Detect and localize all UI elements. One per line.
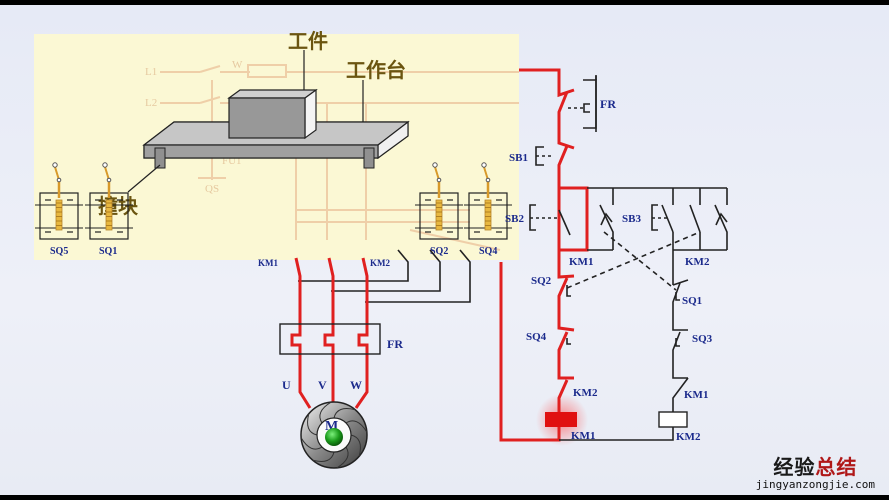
watermark: 经验总结 jingyanzongjie.com — [756, 457, 875, 490]
control-circuit: FR SB1 SB2 SB3 KM1 KM2 SQ2 SQ4 SQ1 SQ3 K… — [499, 68, 728, 446]
label-sb1: SB1 — [509, 152, 528, 164]
workpiece — [227, 88, 318, 140]
reverse-wiring — [298, 249, 471, 303]
motor-blade — [336, 446, 349, 469]
label-km2-coil: KM2 — [676, 431, 701, 443]
label-km2-hold: KM2 — [685, 256, 710, 268]
motor: M — [300, 401, 368, 469]
label-km1-coil: KM1 — [571, 430, 595, 442]
label-sq5: SQ5 — [50, 246, 68, 257]
label-km2-main: KM2 — [370, 258, 390, 268]
label-km1-main: KM1 — [258, 258, 278, 268]
energized-path — [499, 68, 589, 442]
label-sb3: SB3 — [622, 213, 641, 225]
label-worktable: 工作台 — [346, 58, 406, 82]
label-sq4: SQ4 — [526, 331, 547, 343]
label-sq3: SQ3 — [692, 333, 713, 345]
faint-label-w: W — [232, 59, 243, 71]
motor-blade — [350, 434, 361, 457]
label-fr: FR — [600, 97, 616, 111]
limit-switch-sq2 — [415, 162, 463, 240]
limit-switch-sq5 — [35, 162, 83, 240]
worktable — [142, 120, 410, 169]
label-sq2: SQ2 — [531, 275, 552, 287]
motor-blade — [312, 451, 335, 462]
motor-blade — [319, 401, 332, 424]
label-km1-interlock: KM1 — [684, 389, 708, 401]
motor-blade — [345, 420, 368, 433]
limit-switch-sq4 — [464, 162, 512, 240]
motor-indicator — [325, 428, 343, 446]
label-km2-interlock: KM2 — [573, 387, 598, 399]
faint-label-l2: L2 — [145, 97, 157, 109]
label-km1-hold: KM1 — [569, 256, 593, 268]
label-sq1: SQ1 — [682, 295, 702, 307]
limit-switch-group — [35, 162, 512, 240]
label-sq1: SQ1 — [99, 246, 117, 257]
label-phase-v: V — [318, 378, 327, 392]
faint-label-l1: L1 — [145, 66, 157, 78]
diagram-stage: L1 L2 W QS FU1 工件 工作台 撞块 SQ5 SQ1 — [0, 5, 889, 495]
label-striker: 撞块 — [98, 194, 139, 218]
motor-blade — [333, 408, 356, 419]
km2-coil — [658, 411, 688, 428]
main-fr-box — [279, 323, 381, 355]
faint-label-qs: QS — [205, 183, 219, 195]
label-phase-u: U — [282, 378, 291, 392]
motor-blade — [307, 413, 318, 436]
label-workpiece: 工件 — [288, 29, 328, 53]
control-wiring — [529, 75, 728, 441]
km1-coil-energized — [545, 412, 577, 427]
limit-switch-sq1 — [85, 162, 133, 240]
watermark-url: jingyanzongjie.com — [755, 478, 875, 491]
label-sq2: SQ2 — [430, 246, 448, 257]
motor-blade — [300, 437, 323, 450]
phase-lines — [290, 257, 369, 410]
label-sb2: SB2 — [505, 213, 524, 225]
mechanical-panel: L1 L2 W QS FU1 工件 工作台 撞块 SQ5 SQ1 — [34, 29, 519, 260]
circuit-diagram: L1 L2 W QS FU1 工件 工作台 撞块 SQ5 SQ1 — [34, 29, 728, 469]
main-circuit: KM1 KM2 FR U V W M — [258, 249, 471, 469]
watermark-cn-part1: 经验 — [773, 455, 816, 479]
watermark-cn-part2: 总结 — [815, 455, 858, 479]
label-sq4: SQ4 — [479, 246, 497, 257]
watermark-logo: 经验总结 — [756, 457, 875, 477]
label-main-fr: FR — [387, 337, 403, 351]
label-phase-w: W — [350, 378, 362, 392]
